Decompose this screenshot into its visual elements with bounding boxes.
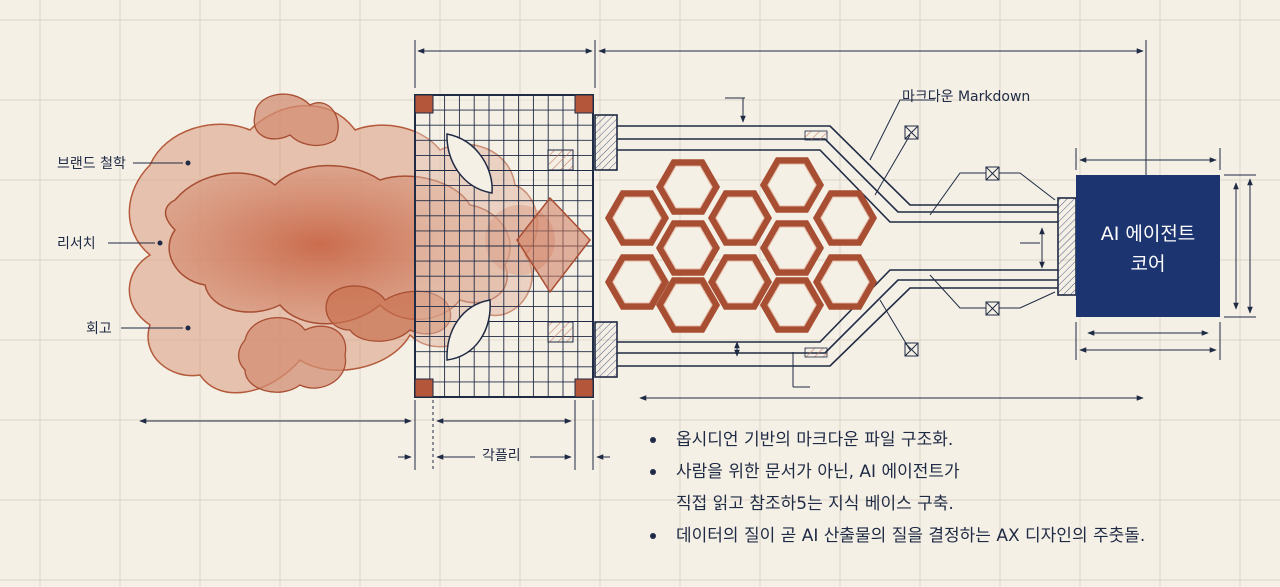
hexagon-cluster — [604, 157, 878, 333]
hexagon-cell — [707, 254, 773, 310]
hexagon-cell — [707, 190, 773, 246]
bullet-item-2-continuation: 직접 읽고 참조하5는 지식 베이스 구축. — [676, 494, 954, 514]
hexagon-cell — [655, 277, 721, 333]
cloud-shape-mid — [164, 164, 511, 325]
pipe-connector — [1057, 197, 1077, 296]
structuring-grid — [414, 94, 594, 398]
markdown-label: 마크다운 Markdown — [902, 89, 1030, 105]
pipe-bottom-outer — [617, 287, 1058, 367]
pipe-flange-bottom — [594, 321, 618, 378]
marker-box-3 — [985, 301, 1000, 316]
hexagon-cell-inner — [663, 226, 713, 270]
leader-dot-brand-philosophy — [185, 160, 191, 166]
grid-dimensions — [139, 40, 1147, 470]
grid-frame — [414, 94, 594, 398]
grid-lens-top — [446, 133, 493, 194]
label-research: 리서치 — [57, 236, 96, 252]
label-retrospective: 회고 — [86, 321, 112, 337]
grid-corner-bl — [414, 378, 434, 398]
bullet-item-3: 데이터의 질이 곧 AI 산출물의 질을 결정하는 AX 디자인의 주춧돌. — [646, 520, 1266, 552]
hexagon-cell — [759, 157, 825, 213]
hexagon-cell — [604, 190, 670, 246]
core-dimensions — [1075, 148, 1256, 360]
hexagon-cell — [759, 277, 825, 333]
annotation-markers — [725, 97, 1056, 388]
grid-hatch-block-1 — [547, 149, 574, 171]
input-labels: 브랜드 철학 리서치 회고 — [57, 156, 191, 337]
cloud-shape-bottom — [237, 317, 347, 393]
marker-box-2 — [985, 166, 1000, 181]
pipe-hatch-bottom — [804, 347, 828, 358]
hexagon-cell-inner — [767, 163, 817, 207]
hexagon-cell-inner — [820, 196, 870, 240]
bullet-item-1: 옵시디언 기반의 마크다운 파일 구조화. — [646, 424, 1266, 456]
pipe-hatch-top — [804, 130, 828, 141]
grid-caption: 각플리 — [482, 448, 521, 464]
grid-corner-tr — [574, 94, 594, 114]
grid-hatch-block-2 — [547, 321, 574, 343]
grid-diamond — [516, 196, 591, 294]
hexagon-cell — [759, 220, 825, 276]
hexagon-cell — [604, 254, 670, 310]
grid-corner-tl — [414, 94, 434, 114]
hexagon-cell — [655, 220, 721, 276]
grid-lens-bottom — [446, 299, 491, 361]
leader-dot-research — [157, 240, 163, 246]
hexagon-cell-inner — [663, 283, 713, 327]
hexagon-cell-inner — [820, 260, 870, 304]
hexagon-cell-inner — [715, 260, 765, 304]
pipe-top-inner — [617, 138, 1058, 213]
funnel-pipes — [594, 114, 1077, 378]
hexagon-cell-inner — [612, 260, 662, 304]
hexagon-cell — [812, 190, 878, 246]
label-brand-philosophy: 브랜드 철학 — [57, 156, 126, 172]
hexagon-cell-inner — [715, 196, 765, 240]
pipe-flange-top — [594, 114, 618, 171]
hexagon-cell — [812, 254, 878, 310]
cloud-shape-right — [325, 285, 452, 342]
hexagon-cell-inner — [767, 283, 817, 327]
ai-core: AI 에이전트 코어 — [1076, 175, 1220, 317]
ai-core-box — [1076, 175, 1220, 317]
hexagon-cell-inner — [612, 196, 662, 240]
ai-core-title: AI 에이전트 — [1101, 223, 1196, 245]
hexagon-cell-inner — [663, 165, 713, 209]
pipe-top-mid — [617, 149, 1058, 223]
bullet-list: 옵시디언 기반의 마크다운 파일 구조화. 사람을 위한 문서가 아닌, AI … — [646, 424, 1266, 552]
pipe-top-outer — [617, 125, 1058, 206]
leader-dot-retrospective — [185, 325, 191, 331]
ai-core-subtitle: 코어 — [1131, 253, 1166, 275]
bullet-item-2: 사람을 위한 문서가 아닌, AI 에이전트가 — [646, 456, 1266, 488]
pipe-bottom-inner — [617, 279, 1058, 354]
hexagon-cell — [655, 159, 721, 215]
grid-corner-br — [574, 378, 594, 398]
cloud-shape-top — [253, 93, 339, 147]
hexagon-cell-inner — [767, 226, 817, 270]
marker-box-1 — [904, 125, 919, 140]
